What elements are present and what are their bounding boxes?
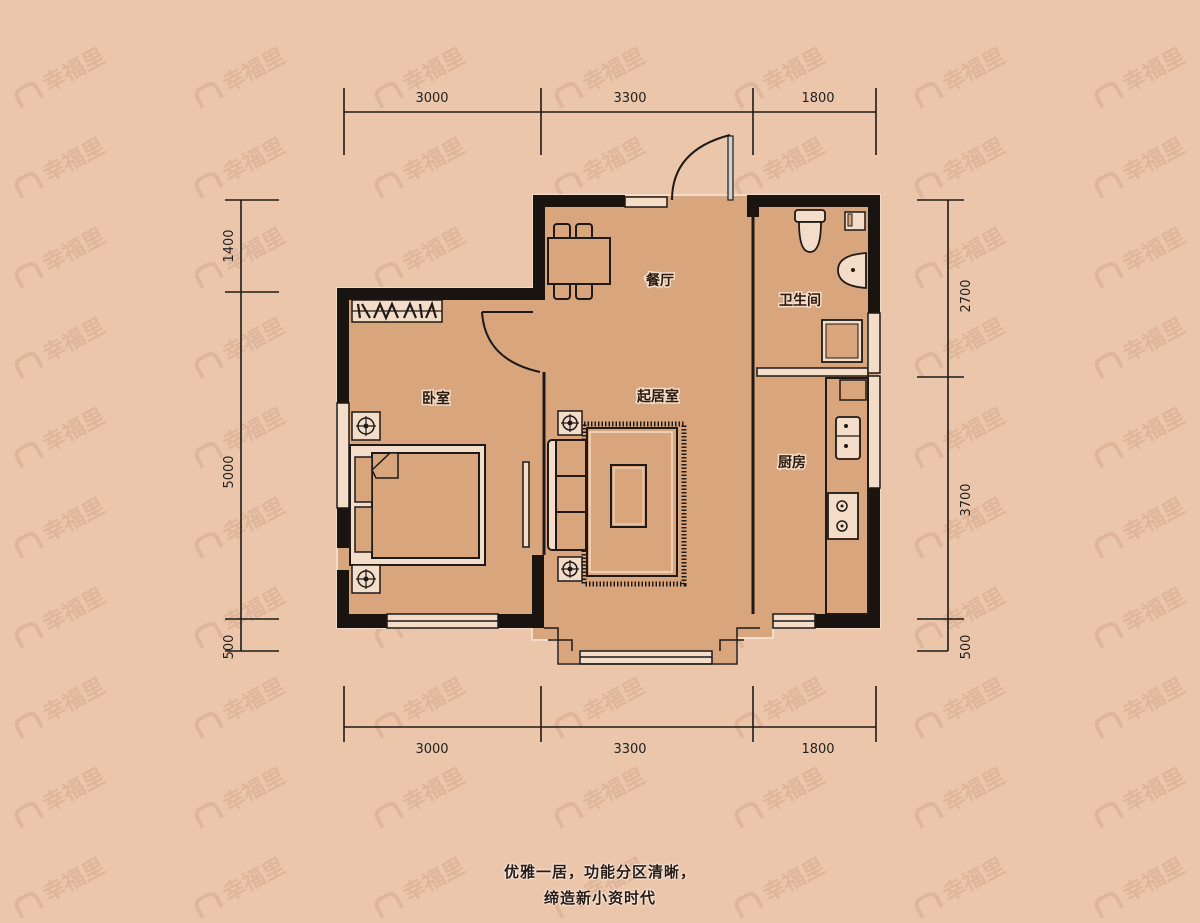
bed-icon [349, 444, 486, 566]
room-label-living: 起居室 [636, 388, 679, 405]
dimension-lines [225, 88, 964, 742]
floor-lamp-icon [557, 410, 583, 582]
windows [336, 196, 881, 665]
dim-left-2: 5000 [222, 455, 237, 488]
dim-top-3: 1800 [801, 91, 834, 106]
kitchen-sink-icon [835, 416, 861, 460]
dim-bottom-2: 3300 [613, 742, 646, 757]
caption-line-2: 缔造新小资时代 [543, 889, 656, 907]
sink-icon [837, 252, 867, 289]
dim-bottom-3: 1800 [801, 742, 834, 757]
dim-top-1: 3000 [415, 91, 448, 106]
dim-left-1: 1400 [222, 229, 237, 262]
caption-line-1: 优雅一居，功能分区清晰， [503, 863, 696, 881]
walls [337, 195, 880, 628]
room-label-bathroom: 卫生间 [779, 292, 821, 309]
dim-top-2: 3300 [613, 91, 646, 106]
partitions [542, 210, 755, 614]
floor-plan: 3000 3300 1800 3000 3300 1800 1400 5000 … [222, 88, 974, 757]
stove-icon [827, 492, 859, 540]
dim-right-3: 500 [959, 635, 974, 660]
shower-icon [821, 319, 863, 363]
bay-window-frame [544, 627, 760, 665]
nightstand-lamp-icon [351, 411, 381, 594]
dim-bottom-1: 3000 [415, 742, 448, 757]
room-label-dining: 餐厅 [645, 272, 674, 289]
partition-lines [756, 367, 869, 377]
dim-right-1: 2700 [959, 279, 974, 312]
room-label-bedroom: 卧室 [422, 390, 450, 407]
dining-table-icon [547, 223, 611, 300]
wardrobe-icon [351, 299, 443, 323]
coffee-table-icon [610, 464, 647, 528]
shelf-icon [844, 211, 866, 231]
toilet-icon [794, 209, 826, 253]
dim-left-3: 500 [222, 635, 237, 660]
doors [481, 134, 734, 548]
sofa-icon [547, 439, 587, 551]
kitchen-cabinet [839, 379, 867, 401]
room-label-kitchen: 厨房 [778, 454, 806, 471]
dim-right-2: 3700 [959, 483, 974, 516]
